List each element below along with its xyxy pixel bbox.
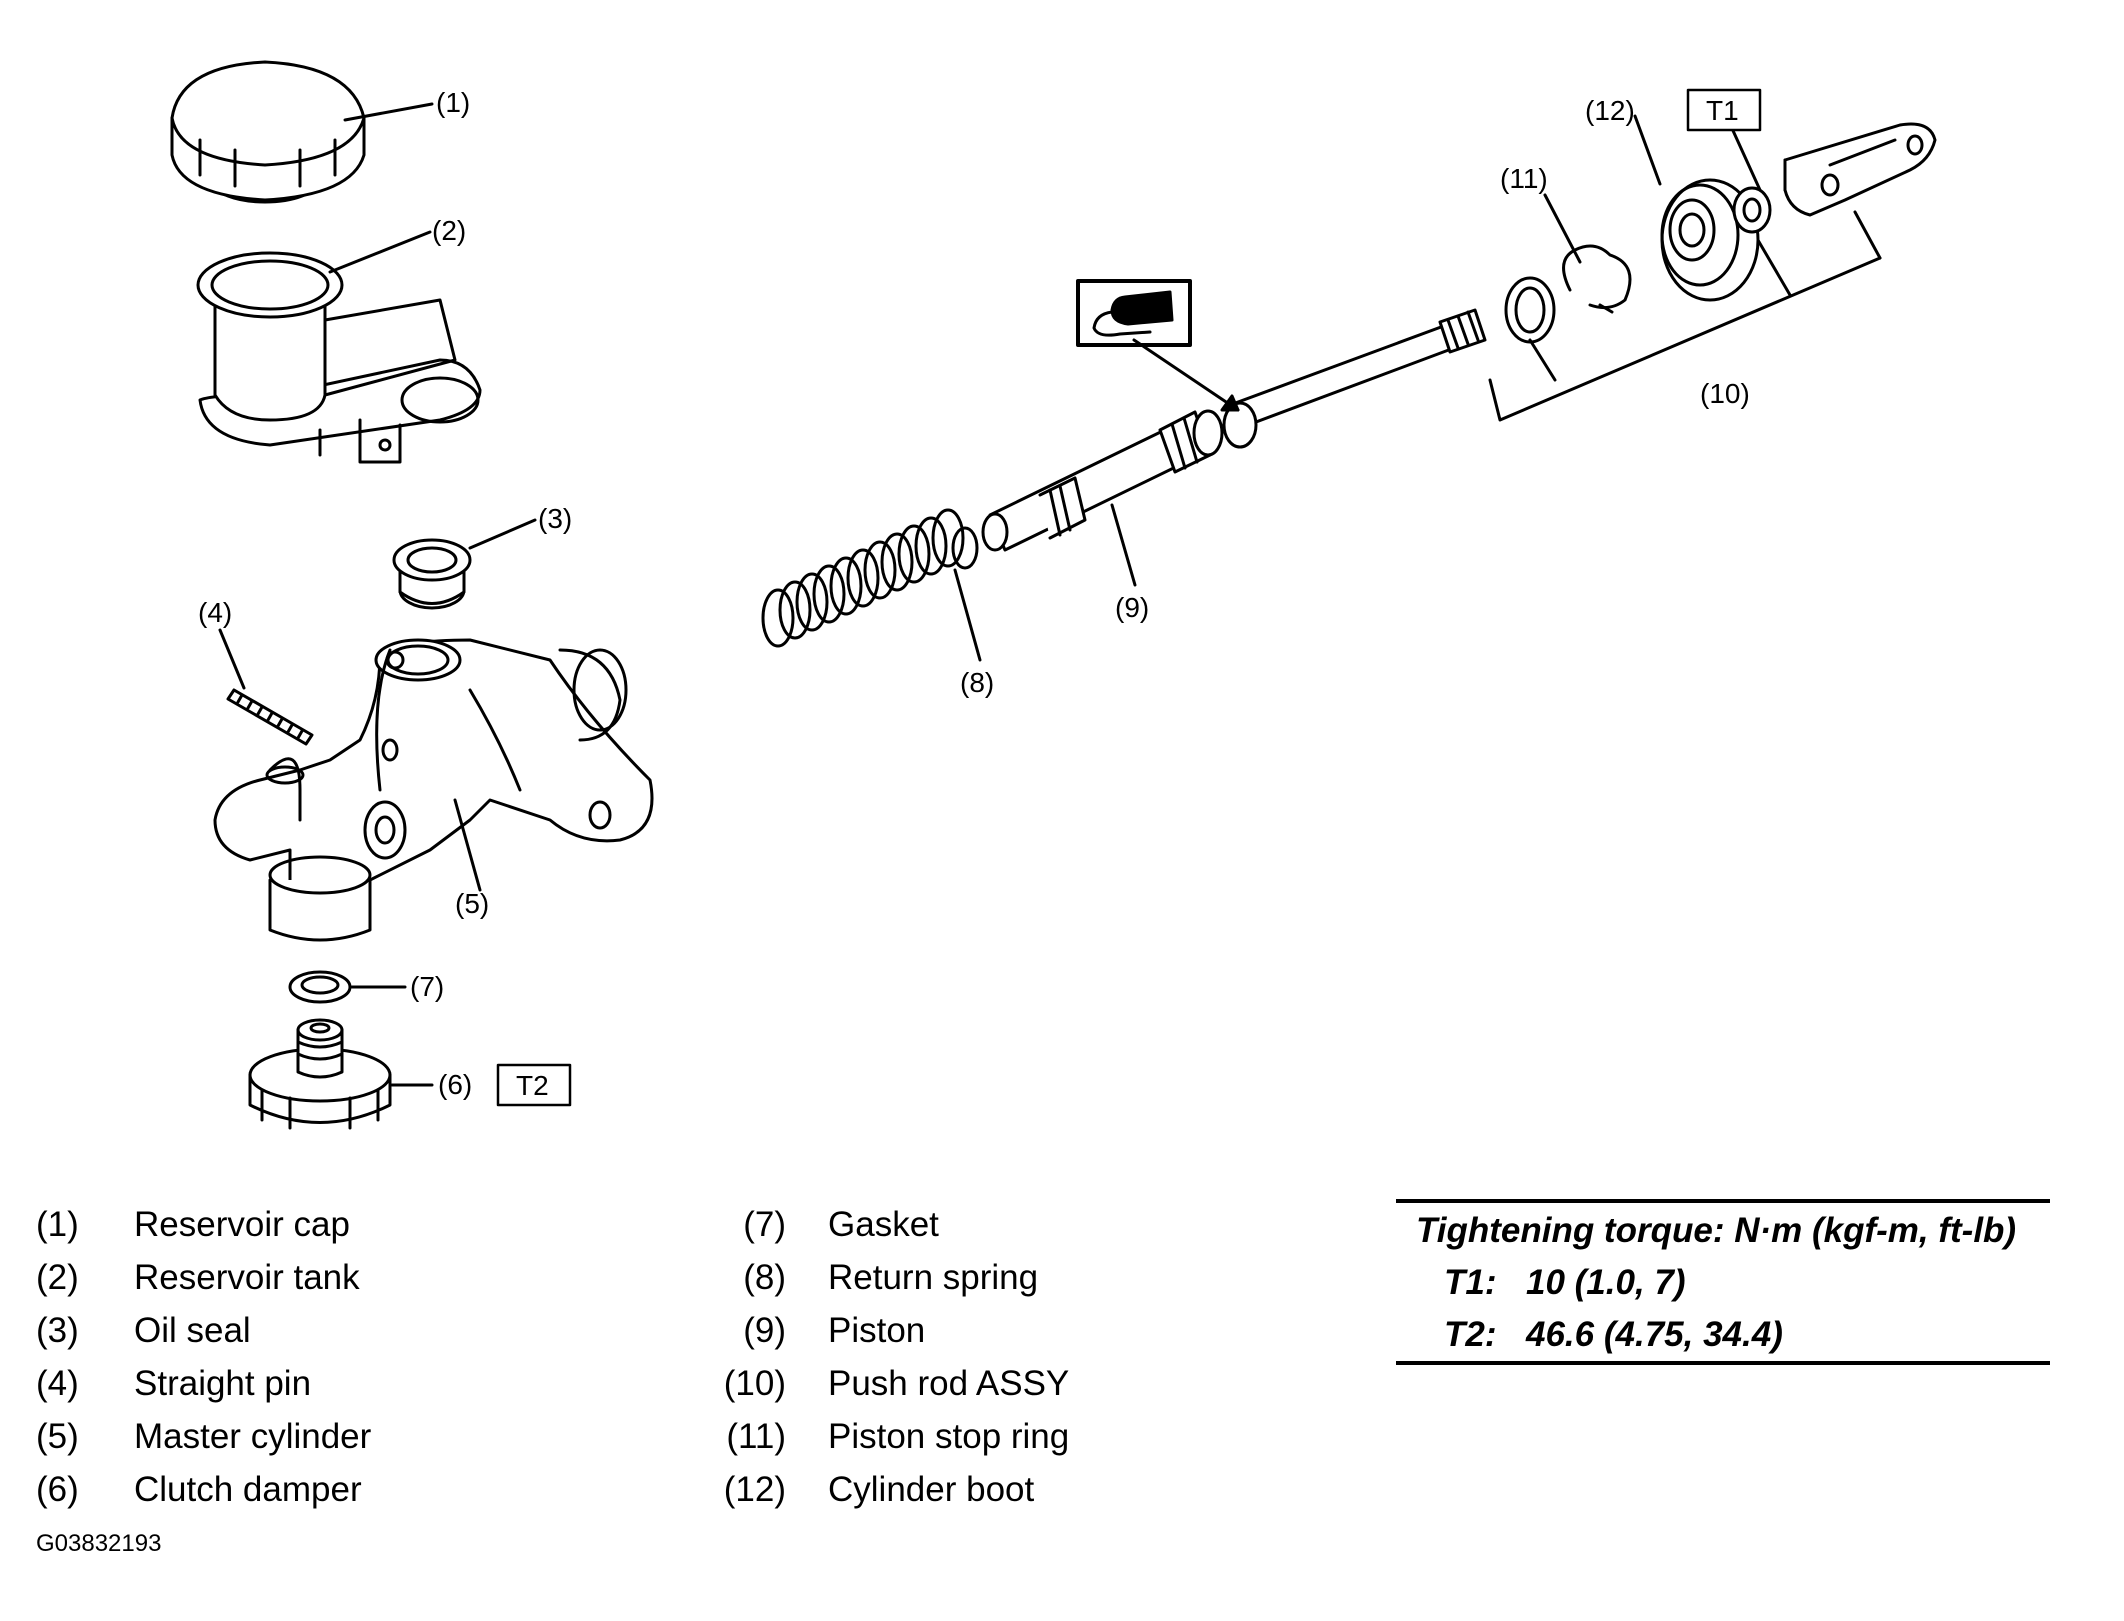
legend-number: (7) xyxy=(743,1205,786,1244)
callout-3: (3) xyxy=(538,503,572,534)
callout-8: (8) xyxy=(960,667,994,698)
legend-number: (8) xyxy=(743,1258,786,1297)
legend-number: (6) xyxy=(36,1470,79,1509)
legend-label: Straight pin xyxy=(134,1364,312,1403)
torque-tag-t2: T2 xyxy=(516,1070,549,1101)
parts-legend-right: (7) Gasket (8) Return spring (9) Piston (10… xyxy=(680,1198,1070,1516)
legend-item: (9) Piston xyxy=(680,1304,1069,1357)
torque-key: T1: xyxy=(1444,1263,1497,1302)
legend-number: (2) xyxy=(36,1258,79,1297)
legend-number: (3) xyxy=(36,1311,79,1350)
callout-11: (11) xyxy=(1500,163,1548,194)
piston-stop-ring xyxy=(1543,193,1632,314)
callout-12: (12) xyxy=(1585,95,1635,126)
legend-item: (11) Piston stop ring xyxy=(680,1410,1069,1463)
legend-item: (6) Clutch damper xyxy=(36,1463,371,1516)
clevis-and-nut xyxy=(1728,122,1937,234)
callout-6: (6) xyxy=(438,1069,472,1100)
legend-item: (7) Gasket xyxy=(680,1198,1069,1251)
legend-label: Clutch damper xyxy=(134,1470,362,1509)
exploded-view-diagram: (1) (2) (3) (4) (5) (6) (7) (8) (9) (10)… xyxy=(170,60,1937,1130)
legend-label: Master cylinder xyxy=(134,1417,372,1456)
callout-5: (5) xyxy=(455,888,489,919)
legend-item: (10) Push rod ASSY xyxy=(680,1357,1070,1410)
clutch-damper xyxy=(248,1018,434,1130)
master-cylinder xyxy=(213,638,654,942)
legend-number: (5) xyxy=(36,1417,79,1456)
legend-item: (4) Straight pin xyxy=(36,1357,371,1410)
legend-label: Reservoir tank xyxy=(134,1258,360,1297)
tightening-torque-table: Tightening torque: N·m (kgf-m, ft-lb) T1… xyxy=(1396,1199,2050,1365)
reservoir-cap xyxy=(170,60,434,204)
callout-9: (9) xyxy=(1115,592,1149,623)
callout-4: (4) xyxy=(198,597,232,628)
push-rod-assy xyxy=(1222,210,1882,449)
legend-label: Cylinder boot xyxy=(828,1470,1035,1509)
torque-row: T2: 46.6 (4.75, 34.4) xyxy=(1396,1309,2050,1361)
figure-code: G03832193 xyxy=(36,1530,162,1557)
callout-10: (10) xyxy=(1700,378,1750,409)
straight-pin xyxy=(218,628,314,746)
legend-number: (1) xyxy=(36,1205,79,1244)
legend-label: Reservoir cap xyxy=(134,1205,350,1244)
torque-tag-t1-box xyxy=(1686,88,1762,132)
legend-label: Gasket xyxy=(828,1205,939,1244)
legend-label: Piston stop ring xyxy=(828,1417,1070,1456)
reservoir-tank xyxy=(196,230,482,464)
torque-key: T2: xyxy=(1444,1315,1497,1354)
piston xyxy=(981,409,1224,587)
legend-label: Piston xyxy=(828,1311,926,1350)
grease-application-icon xyxy=(1076,279,1240,412)
torque-heading: Tightening torque: N·m (kgf-m, ft-lb) xyxy=(1416,1211,2017,1250)
callout-1: (1) xyxy=(436,87,470,118)
legend-item: (2) Reservoir tank xyxy=(36,1251,371,1304)
oil-seal xyxy=(392,518,537,610)
return-spring xyxy=(761,508,982,662)
legend-item: (3) Oil seal xyxy=(36,1304,371,1357)
parts-legend-left: (1) Reservoir cap (2) Reservoir tank (3) Oi… xyxy=(36,1198,371,1516)
torque-row: T1: 10 (1.0, 7) xyxy=(1396,1257,2050,1309)
torque-tag-t1: T1 xyxy=(1706,95,1739,126)
torque-tag-t2-box xyxy=(496,1063,572,1107)
legend-number: (4) xyxy=(36,1364,79,1403)
callout-7: (7) xyxy=(410,971,444,1002)
legend-number: (12) xyxy=(723,1470,786,1509)
legend-number: (10) xyxy=(723,1364,786,1403)
torque-value: 46.6 (4.75, 34.4) xyxy=(1526,1315,1783,1354)
legend-item: (12) Cylinder boot xyxy=(680,1463,1069,1516)
torque-value: 10 (1.0, 7) xyxy=(1526,1263,1686,1302)
legend-label: Oil seal xyxy=(134,1311,251,1350)
legend-item: (5) Master cylinder xyxy=(36,1410,371,1463)
legend-number: (9) xyxy=(743,1311,786,1350)
legend-item: (1) Reservoir cap xyxy=(36,1198,371,1251)
gasket xyxy=(288,970,407,1004)
legend-item: (8) Return spring xyxy=(680,1251,1069,1304)
legend-number: (11) xyxy=(726,1417,786,1456)
legend-label: Return spring xyxy=(828,1258,1039,1297)
callout-2: (2) xyxy=(432,215,466,246)
legend-label: Push rod ASSY xyxy=(828,1364,1070,1403)
